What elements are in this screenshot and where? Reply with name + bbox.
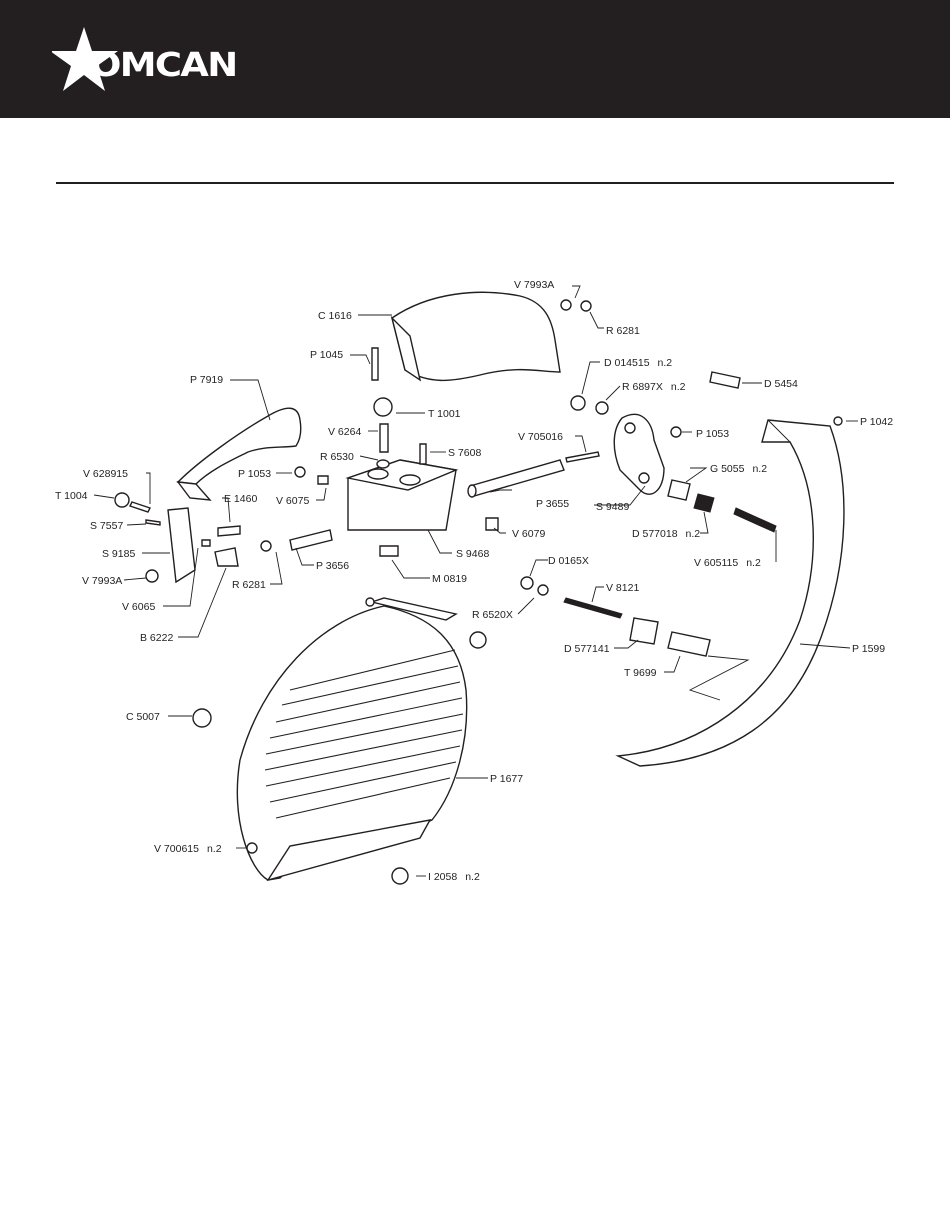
label-r6281-top: R 6281: [606, 325, 640, 337]
label-s9489: S 9489: [596, 501, 629, 513]
label-e1460: E 1460: [224, 493, 257, 505]
label-b6222: B 6222: [140, 632, 173, 644]
blade-guard-ring: [615, 419, 845, 767]
label-v705016: V 705016: [518, 431, 563, 443]
label-s9185: S 9185: [102, 548, 135, 560]
label-p7919: P 7919: [190, 374, 223, 386]
label-d5454: D 5454: [764, 378, 798, 390]
label-t1001: T 1001: [428, 408, 461, 420]
label-t1004: T 1004: [55, 490, 88, 502]
label-v7993a-top: V 7993A: [514, 279, 554, 291]
label-v6264: V 6264: [328, 426, 361, 438]
carriage-cover: [390, 291, 561, 382]
label-d0165x: D 0165X: [548, 555, 589, 567]
label-v8121: V 8121: [606, 582, 639, 594]
label-v6075: V 6075: [276, 495, 309, 507]
slide-block: [345, 459, 459, 531]
label-m0819: M 0819: [432, 573, 467, 585]
label-r6530: R 6530: [320, 451, 354, 463]
label-s9468: S 9468: [456, 548, 489, 560]
support-bracket: [613, 413, 665, 495]
label-p1045: P 1045: [310, 349, 343, 361]
fasteners: [114, 299, 843, 885]
page-header: OMCAN: [0, 0, 950, 118]
label-p1677: P 1677: [490, 773, 523, 785]
handle: [176, 407, 302, 501]
label-p1053-right: P 1053: [696, 428, 729, 440]
leader-lines: [93, 285, 858, 877]
label-p3656: P 3656: [316, 560, 349, 572]
brand-name: OMCAN: [90, 45, 238, 84]
header-rule: [56, 182, 894, 184]
label-s7557: S 7557: [90, 520, 123, 532]
label-p1053-left: P 1053: [238, 468, 271, 480]
blade-cover: [236, 597, 468, 882]
label-v6079: V 6079: [512, 528, 545, 540]
star-icon: [52, 27, 118, 91]
guide-shaft: [467, 459, 565, 498]
label-s7608: S 7608: [448, 447, 481, 459]
side-plate: [167, 507, 196, 584]
label-p1599: P 1599: [852, 643, 885, 655]
label-c5007: C 5007: [126, 711, 160, 723]
label-t9699: T 9699: [624, 667, 657, 679]
label-r6281-left: R 6281: [232, 579, 266, 591]
label-v7993a-left: V 7993A: [82, 575, 122, 587]
label-d577141: D 577141: [564, 643, 610, 655]
label-v628915: V 628915: [83, 468, 128, 480]
omcan-logo: OMCAN: [52, 25, 252, 95]
label-v6065: V 6065: [122, 601, 155, 613]
label-c1616: C 1616: [318, 310, 352, 322]
label-r6520x: R 6520X: [472, 609, 513, 621]
label-p1042: P 1042: [860, 416, 893, 428]
label-p3655: P 3655: [536, 498, 569, 510]
